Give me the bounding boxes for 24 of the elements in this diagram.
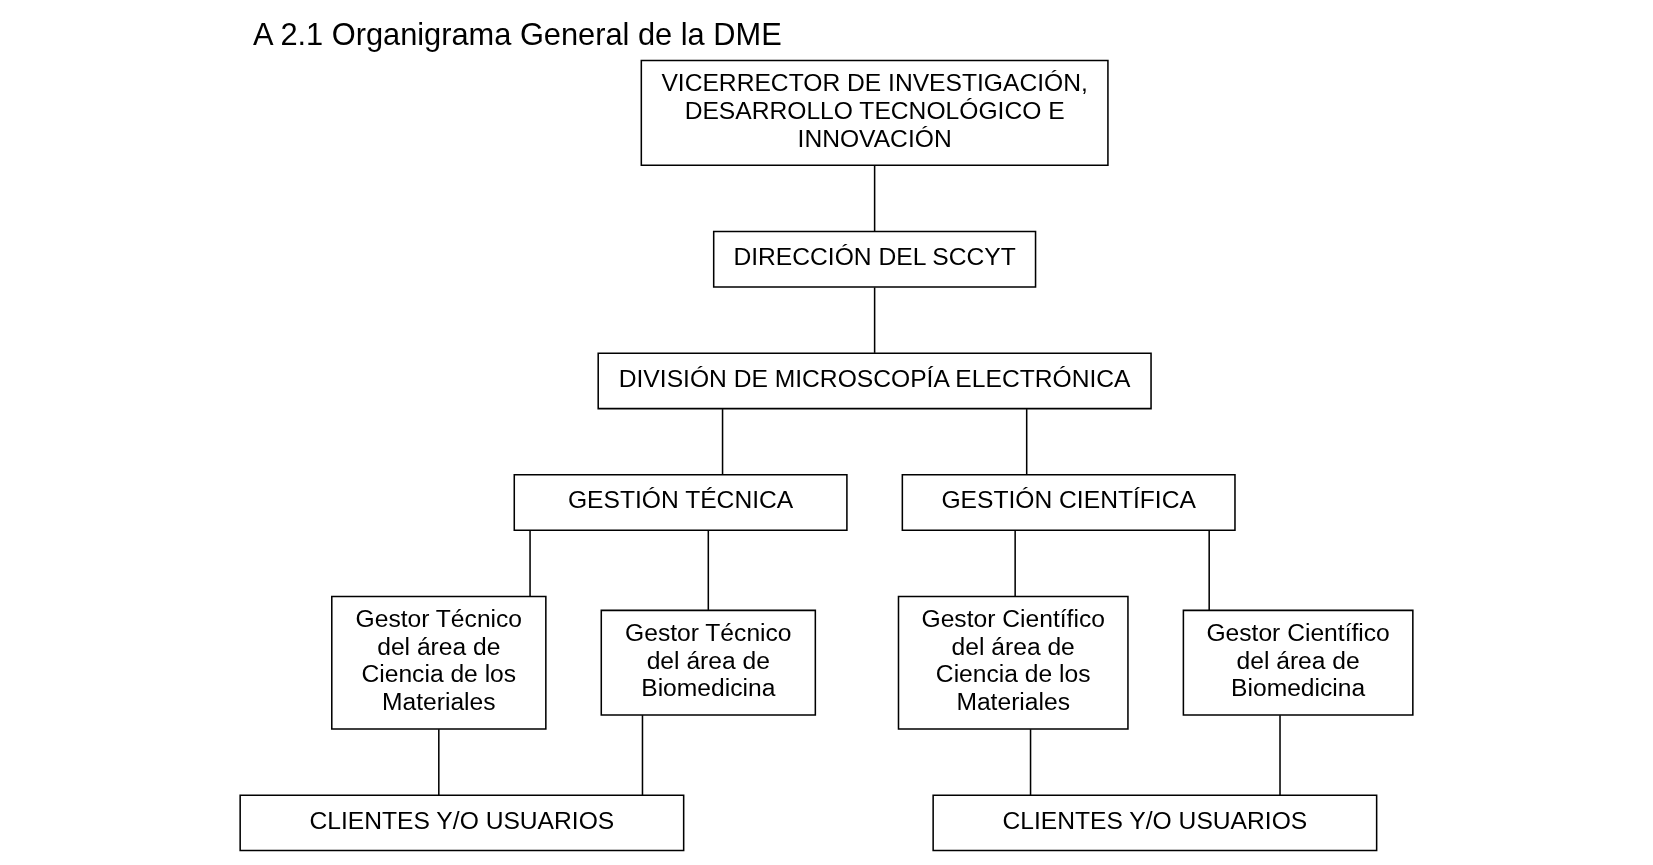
node-box: Gestor Técnico del área de Biomedicina [600, 609, 817, 716]
node-box: GESTIÓN TÉCNICA [513, 474, 848, 532]
connector [873, 164, 876, 233]
connector [1025, 408, 1028, 476]
diagram-title: A 2.1 Organigrama General de la DME [253, 17, 782, 53]
connector [529, 529, 531, 597]
node-box: DIVISIÓN DE MICROSCOPÍA ELECTRÓNICA [597, 352, 1152, 410]
connector [1014, 529, 1016, 597]
connector [873, 286, 876, 354]
node-box: Gestor Científico del área de Ciencia de los Materiales [897, 595, 1129, 730]
node-box: CLIENTES Y/O USUARIOS [239, 794, 685, 852]
connector [1029, 728, 1032, 796]
node-box: GESTIÓN CIENTÍFICA [901, 474, 1236, 532]
connector [1279, 714, 1281, 796]
connector [721, 408, 724, 476]
node-box: VICERRECTOR DE INVESTIGACIÓN, DESARROLLO TECNOLÓGICO E INNOVACIÓN [640, 59, 1109, 167]
connector [707, 529, 710, 611]
connector [641, 714, 644, 796]
connector [1208, 529, 1210, 611]
node-box: Gestor Técnico del área de Ciencia de los Materiales [331, 595, 547, 730]
node-box: DIRECCIÓN DEL SCCYT [712, 230, 1037, 288]
node-box: Gestor Científico del área de Biomedicina [1182, 609, 1414, 716]
connector [438, 728, 440, 796]
node-box: CLIENTES Y/O USUARIOS [932, 794, 1378, 852]
